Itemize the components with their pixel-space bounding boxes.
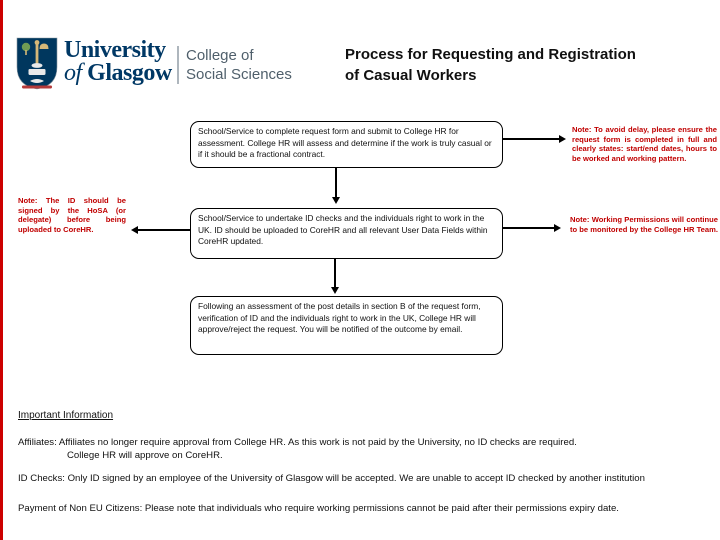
affiliates-text-line2: College HR will approve on CoreHR. xyxy=(67,450,223,461)
flow-box-approval-text: Following an assessment of the post deta… xyxy=(198,301,481,334)
affiliates-text-line1: Affiliates: Affiliates no longer require… xyxy=(18,437,577,448)
flow-box-request-form: School/Service to complete request form … xyxy=(190,121,503,168)
left-accent-bar xyxy=(0,0,3,540)
arrow-box1-to-box2-line xyxy=(335,168,337,198)
note-id-signature: Note: The ID should be signed by the HoS… xyxy=(18,196,126,234)
arrow-box1-to-note1-line xyxy=(503,138,560,140)
id-checks-text: ID Checks: Only ID signed by an employee… xyxy=(18,473,645,484)
arrow-box1-to-note1-head xyxy=(559,135,566,143)
college-wordmark: College of Social Sciences xyxy=(186,46,292,84)
university-crest-icon xyxy=(16,37,58,90)
flow-box-id-checks: School/Service to undertake ID checks an… xyxy=(190,208,503,259)
flow-box-request-form-text: School/Service to complete request form … xyxy=(198,126,492,159)
arrow-box2-to-note2-line xyxy=(503,227,555,229)
logo-divider xyxy=(177,46,179,84)
wordmark-line1: University xyxy=(64,37,166,63)
note-request-form: Note: To avoid delay, please ensure the … xyxy=(572,125,717,163)
flow-box-id-checks-text: School/Service to undertake ID checks an… xyxy=(198,213,488,246)
flow-box-approval: Following an assessment of the post deta… xyxy=(190,296,503,355)
note-working-permissions: Note: Working Permissions will continue … xyxy=(570,215,718,234)
college-line2: Social Sciences xyxy=(186,66,292,83)
university-wordmark: University of Glasgow xyxy=(64,37,172,86)
arrow-box2-to-box3-line xyxy=(334,259,336,288)
page-title: Process for Requesting and Registration … xyxy=(345,44,685,86)
college-line1: College of xyxy=(186,47,254,64)
page-title-line1: Process for Requesting and Registration xyxy=(345,46,636,63)
wordmark-of: of xyxy=(64,60,82,86)
wordmark-line2: of Glasgow xyxy=(64,60,172,86)
arrow-box2-to-leftnote-head xyxy=(131,226,138,234)
arrow-box2-to-leftnote-line xyxy=(137,229,190,231)
payment-non-eu-text: Payment of Non EU Citizens: Please note … xyxy=(18,503,619,514)
wordmark-glasgow: Glasgow xyxy=(87,60,172,86)
arrow-box1-to-box2-head xyxy=(332,197,340,204)
arrow-box2-to-note2-head xyxy=(554,224,561,232)
important-information-heading: Important Information xyxy=(18,410,114,421)
page-title-line2: of Casual Workers xyxy=(345,67,477,84)
arrow-box2-to-box3-head xyxy=(331,287,339,294)
